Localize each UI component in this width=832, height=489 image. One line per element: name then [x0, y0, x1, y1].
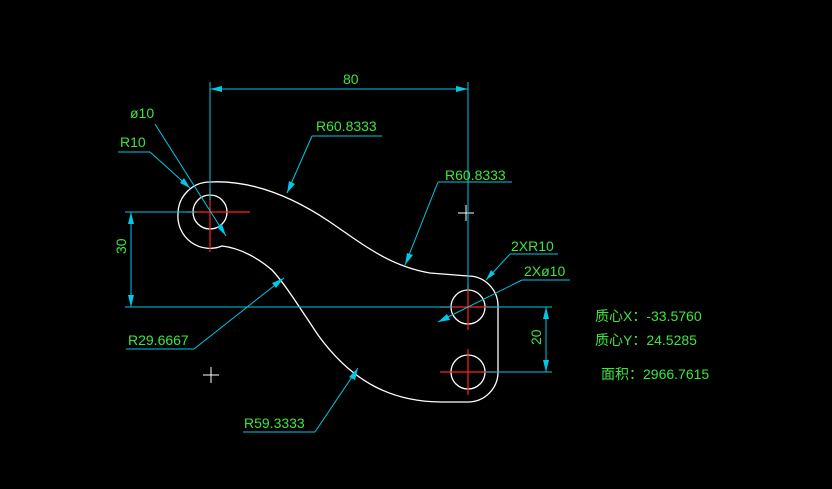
dim-vertical-right: 20 [528, 329, 544, 345]
dim-left-end-radius: R10 [120, 134, 146, 150]
dim-80: 80 [343, 71, 359, 87]
area-readout: 面积：2966.7615 [601, 366, 709, 382]
dim-vertical-left: 30 [113, 238, 129, 254]
dimension-texts: 80 ø10 R10 R60.8333 R60.8333 2XR10 2Xø10… [113, 71, 565, 431]
dim-lower-outer-arc: R59.3333 [244, 415, 305, 431]
mass-properties: 质心X：-33.5760 质心Y：24.5285 面积：2966.7615 [595, 308, 709, 382]
reference-crosses [203, 205, 474, 383]
center-marks [186, 188, 496, 395]
dim-upper-arc-right: R60.8333 [445, 167, 506, 183]
part-outline [177, 181, 499, 403]
centroid-x-readout: 质心X：-33.5760 [595, 308, 702, 324]
dim-lower-inner-arc: R29.6667 [128, 332, 189, 348]
centroid-y-readout: 质心Y：24.5285 [595, 332, 697, 348]
dimension-lines [118, 82, 570, 433]
part-profile [177, 181, 499, 403]
dim-right-holes-diameter: 2Xø10 [524, 263, 565, 279]
dim-right-end-radius: 2XR10 [511, 238, 554, 254]
dim-hole-left-diameter: ø10 [130, 105, 154, 121]
dim-upper-arc-left: R60.8333 [316, 118, 377, 134]
